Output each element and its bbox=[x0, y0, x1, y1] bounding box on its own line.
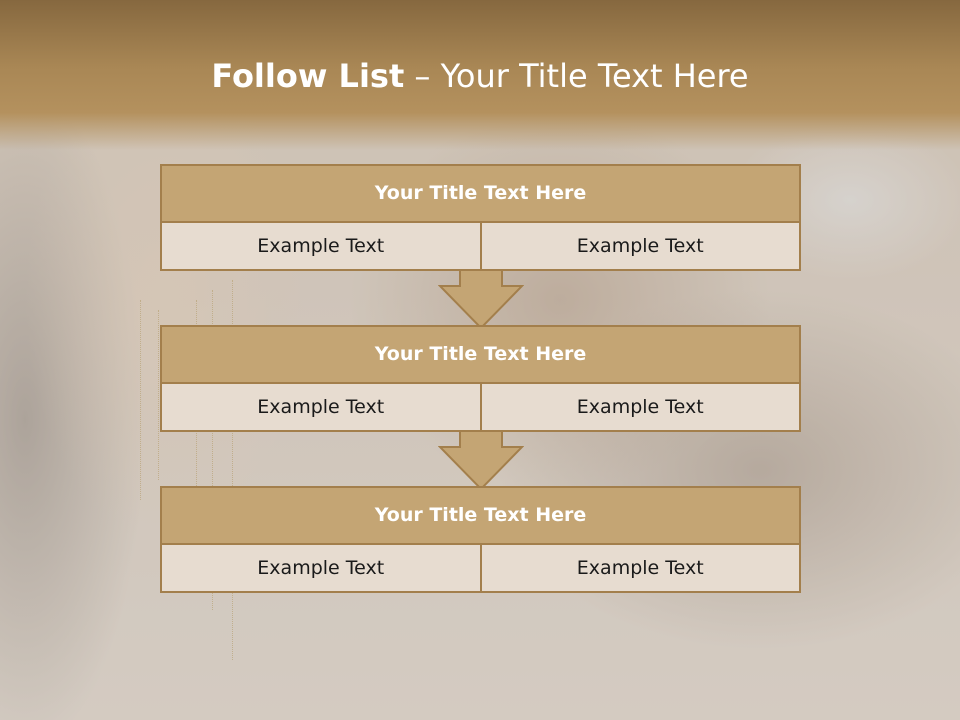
earring-chain bbox=[212, 290, 213, 610]
list-box-1: Your Title Text Here Example Text Exampl… bbox=[160, 164, 801, 271]
box-title: Your Title Text Here bbox=[162, 327, 799, 384]
earring-chain bbox=[158, 310, 159, 480]
title-rest: – Your Title Text Here bbox=[404, 57, 749, 95]
list-box-3: Your Title Text Here Example Text Exampl… bbox=[160, 486, 801, 593]
box-cell-right: Example Text bbox=[479, 223, 800, 269]
box-row: Example Text Example Text bbox=[162, 384, 799, 430]
box-title: Your Title Text Here bbox=[162, 166, 799, 223]
header-band bbox=[0, 0, 960, 150]
box-cell-left: Example Text bbox=[257, 396, 385, 418]
title-bold: Follow List bbox=[211, 57, 405, 95]
box-row: Example Text Example Text bbox=[162, 223, 799, 269]
down-arrow-icon bbox=[438, 270, 524, 330]
earring-chain bbox=[232, 280, 233, 660]
earring-chain bbox=[196, 300, 197, 590]
box-cell-right: Example Text bbox=[479, 545, 800, 591]
down-arrow-icon bbox=[438, 431, 524, 491]
box-row: Example Text Example Text bbox=[162, 545, 799, 591]
earring-chain bbox=[140, 300, 141, 500]
box-cell-right: Example Text bbox=[479, 384, 800, 430]
slide-title: Follow List – Your Title Text Here bbox=[0, 56, 960, 96]
box-cell-left: Example Text bbox=[257, 557, 385, 579]
box-title: Your Title Text Here bbox=[162, 488, 799, 545]
list-box-2: Your Title Text Here Example Text Exampl… bbox=[160, 325, 801, 432]
box-cell-left: Example Text bbox=[257, 235, 385, 257]
